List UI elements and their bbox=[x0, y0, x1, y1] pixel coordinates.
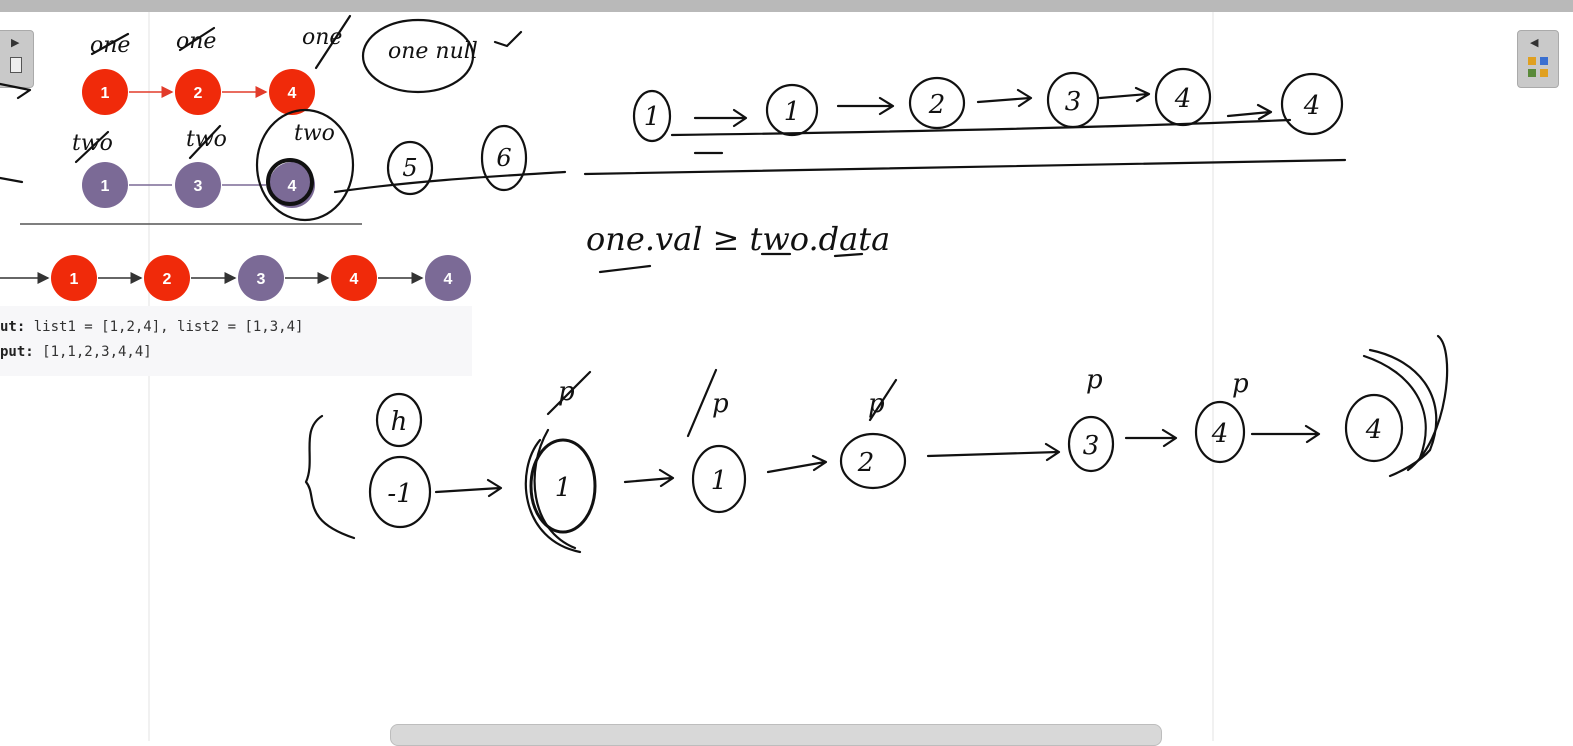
chain-node-value: 3 bbox=[1065, 87, 1082, 117]
left-tool-panel[interactable]: ▶ bbox=[0, 30, 34, 88]
list-node: 1 bbox=[82, 162, 128, 208]
head-label: h bbox=[391, 407, 408, 437]
list1-diagram: 1 2 4 bbox=[82, 69, 315, 115]
chain-node-value: 4 bbox=[1174, 84, 1192, 114]
node-value: 3 bbox=[194, 178, 203, 195]
null-note: one null bbox=[388, 39, 478, 64]
node-value: 1 bbox=[70, 271, 79, 288]
list-node: 1 bbox=[51, 255, 97, 301]
handwritten-merged-chain: 1 1 2 3 4 4 bbox=[583, 67, 1347, 176]
pointer-p-label: p bbox=[1232, 369, 1249, 399]
collapse-arrow-icon[interactable]: ◀ bbox=[1530, 36, 1539, 49]
chain-node-value: 4 bbox=[1365, 415, 1383, 445]
node-value: 3 bbox=[257, 271, 266, 288]
handwritten-pointers: one one one one null two two two 5 6 bbox=[0, 14, 567, 222]
extra-node-value: 6 bbox=[496, 144, 511, 172]
list-node: 4 bbox=[269, 162, 315, 208]
example-output-line: put: [1,1,2,3,4,4] bbox=[0, 344, 152, 360]
list-node: 2 bbox=[144, 255, 190, 301]
chain-node-value: 1 bbox=[644, 102, 661, 132]
navigate-icon bbox=[1528, 69, 1536, 77]
page-guide-left bbox=[148, 12, 150, 741]
node-value: 4 bbox=[288, 178, 297, 195]
list-node: 4 bbox=[331, 255, 377, 301]
node-value: 1 bbox=[101, 85, 110, 102]
chain-node-value: 2 bbox=[857, 448, 875, 478]
merged-list-diagram: 1 2 3 4 4 bbox=[0, 255, 471, 301]
condition-text: one.val ≥ two.data bbox=[586, 220, 890, 258]
extra-node-value: 5 bbox=[402, 154, 417, 182]
list-node: 4 bbox=[269, 69, 315, 115]
list-node: 3 bbox=[175, 162, 221, 208]
list-node: 2 bbox=[175, 69, 221, 115]
chain-node-value: 1 bbox=[555, 473, 572, 503]
node-value: 4 bbox=[444, 271, 453, 288]
chain-node-value: 4 bbox=[1211, 419, 1229, 449]
node-value: 2 bbox=[194, 85, 203, 102]
output-label: put: bbox=[0, 344, 34, 360]
chain-node-value: 3 bbox=[1083, 431, 1100, 461]
chain-node-value: 1 bbox=[711, 466, 728, 496]
list-node: 3 bbox=[238, 255, 284, 301]
pointer-p-label: p bbox=[1086, 365, 1103, 395]
node-value: 4 bbox=[288, 85, 297, 102]
node-value: 1 bbox=[101, 178, 110, 195]
handwritten-bottom-chain: h -1 1 p 1 p 2 p 3 p 4 p 4 bbox=[304, 334, 1449, 554]
pointer-label: two bbox=[72, 131, 113, 156]
pointer-label: two bbox=[294, 121, 335, 146]
input-label: ut: bbox=[0, 319, 26, 335]
page-guide-right bbox=[1212, 12, 1214, 741]
output-value: [1,1,2,3,4,4] bbox=[33, 344, 152, 360]
list-node: 1 bbox=[82, 69, 128, 115]
window-top-bar bbox=[0, 0, 1573, 12]
chain-node-value: 4 bbox=[1303, 91, 1321, 121]
play-icon bbox=[1540, 57, 1548, 65]
chain-node-value: 1 bbox=[784, 97, 801, 127]
right-tool-panel[interactable]: ◀ bbox=[1517, 30, 1559, 88]
chain-node-value: 2 bbox=[928, 90, 946, 120]
pointer-label: one bbox=[176, 29, 216, 54]
document-icon bbox=[10, 57, 22, 73]
condition-note: one.val ≥ two.data bbox=[586, 220, 890, 274]
pointer-p-label: p bbox=[712, 389, 729, 419]
pointer-p-label: p bbox=[868, 389, 885, 419]
list-node: 4 bbox=[425, 255, 471, 301]
dummy-node-value: -1 bbox=[387, 479, 412, 509]
shapes-icon bbox=[1528, 57, 1536, 65]
input-value: list1 = [1,2,4], list2 = [1,3,4] bbox=[25, 319, 304, 335]
example-code-block: ut: list1 = [1,2,4], list2 = [1,3,4] put… bbox=[0, 306, 472, 376]
node-value: 4 bbox=[350, 271, 359, 288]
node-value: 2 bbox=[163, 271, 172, 288]
horizontal-scrollbar[interactable] bbox=[390, 724, 1162, 746]
expand-arrow-icon[interactable]: ▶ bbox=[11, 36, 20, 49]
list2-diagram: 1 3 4 bbox=[82, 162, 315, 208]
example-input-line: ut: list1 = [1,2,4], list2 = [1,3,4] bbox=[0, 319, 303, 335]
star-icon bbox=[1540, 69, 1548, 77]
